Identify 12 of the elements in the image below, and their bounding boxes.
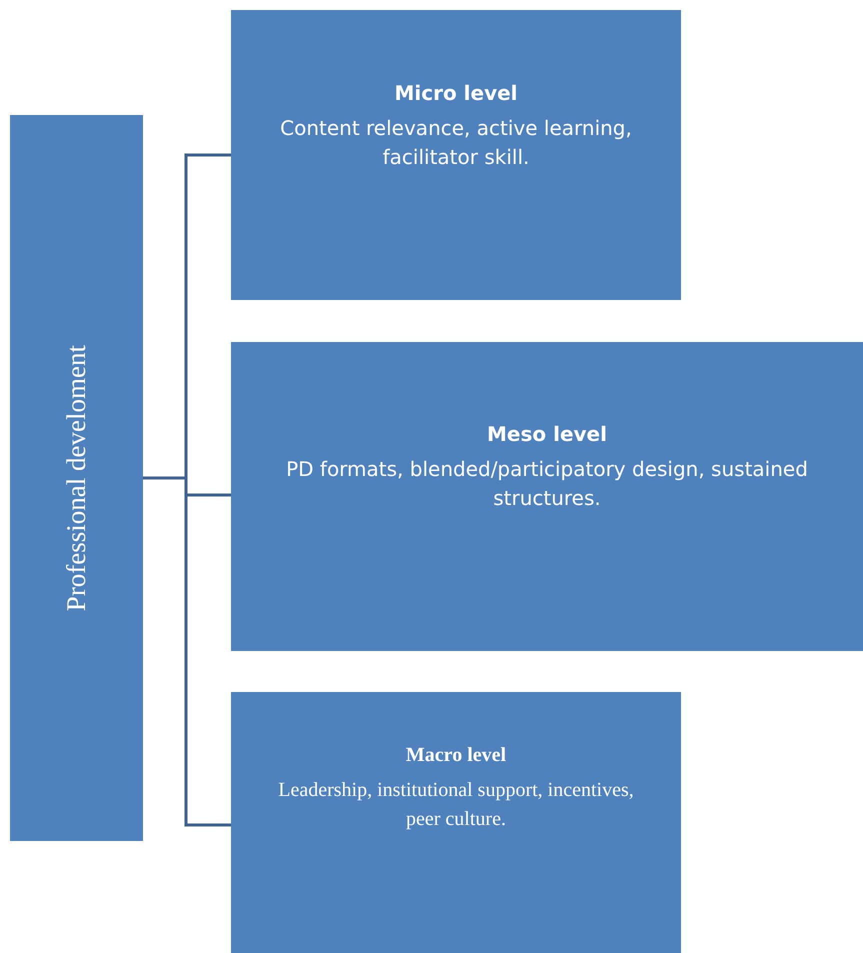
level-box bbox=[231, 10, 681, 300]
level-box bbox=[231, 692, 681, 953]
level-description: Leadership, institutional support, incentives, peer culture. bbox=[277, 778, 635, 832]
level-description: Content relevance, active learning, facilitator skill. bbox=[279, 114, 633, 170]
level-box bbox=[231, 342, 863, 651]
bracket-connector bbox=[143, 476, 231, 826]
level-description: PD formats, blended/participatory design, sustained structures. bbox=[285, 456, 809, 512]
level-heading: Micro level bbox=[394, 80, 518, 106]
level-heading: Macro level bbox=[406, 743, 506, 768]
level-heading: Meso level bbox=[487, 421, 607, 448]
root-box bbox=[10, 115, 143, 841]
vertical-label: Professional develoment bbox=[61, 344, 92, 612]
